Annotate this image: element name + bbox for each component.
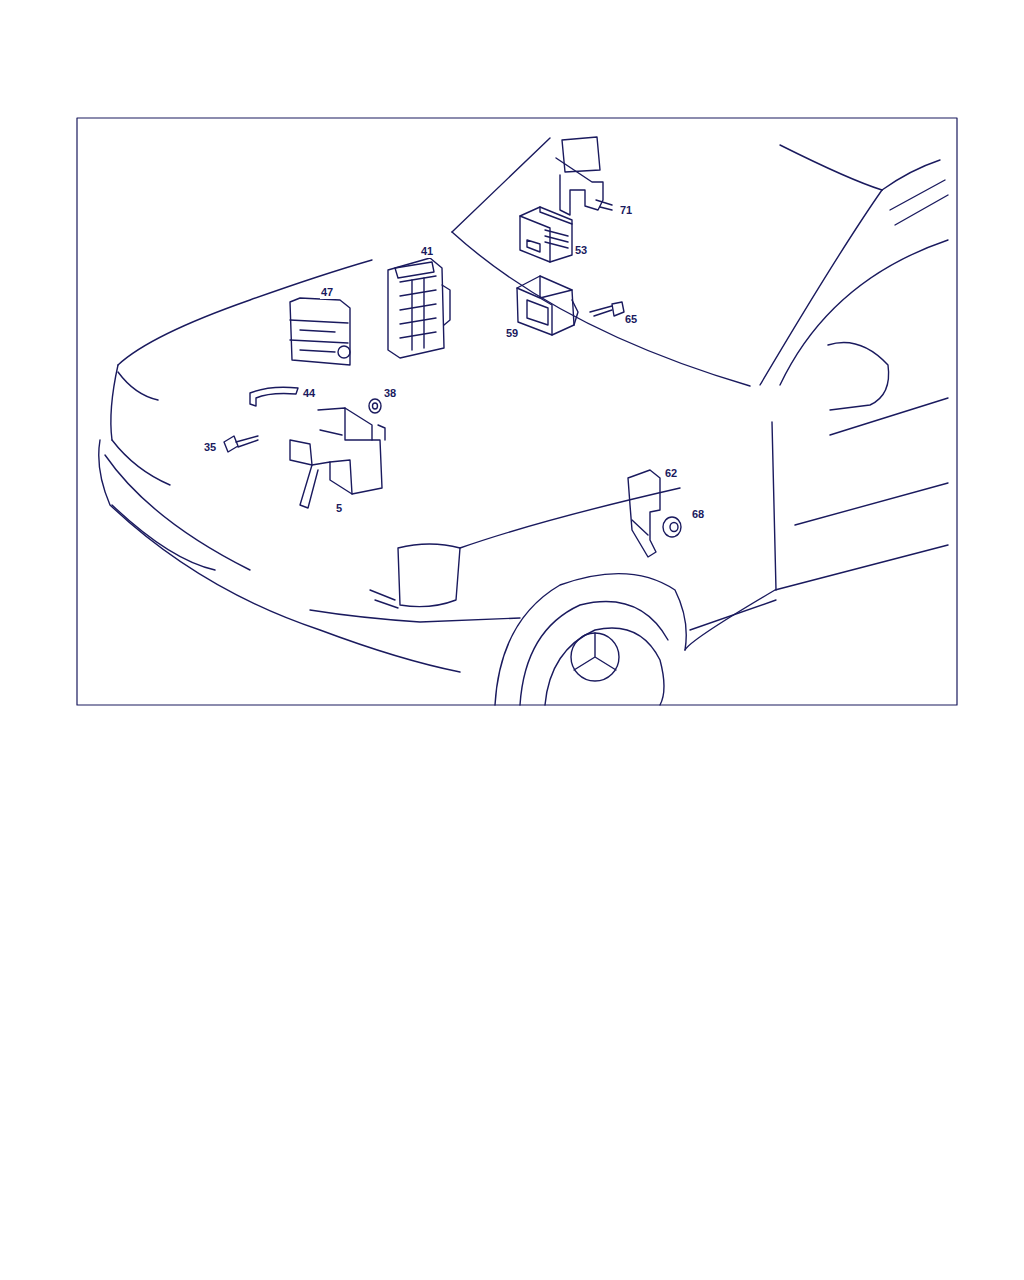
callout-number: 47 (320, 286, 334, 299)
callout-number: 68 (691, 508, 705, 521)
callout-number: 53 (574, 244, 588, 257)
callout-number: 35 (203, 441, 217, 454)
callout-number: 71 (619, 204, 633, 217)
callout-number: 65 (624, 313, 638, 326)
callout-number: 38 (383, 387, 397, 400)
callout-number: 62 (664, 467, 678, 480)
callout-number: 44 (302, 387, 316, 400)
callout-number: 41 (420, 245, 434, 258)
callout-number: 59 (505, 327, 519, 340)
callout-number: 5 (335, 502, 343, 515)
